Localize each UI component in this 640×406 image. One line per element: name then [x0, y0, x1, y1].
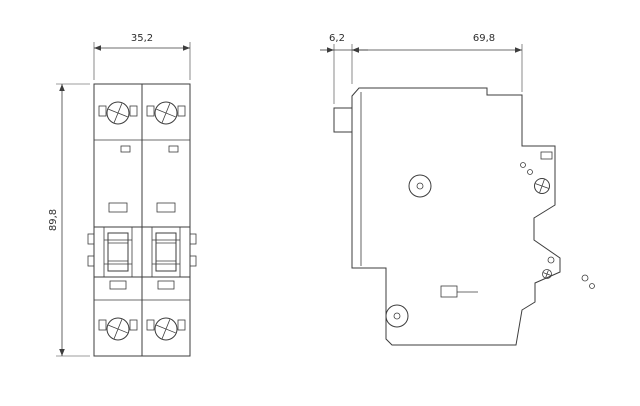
screw-top-right — [154, 101, 178, 125]
toggle-band — [94, 226, 190, 278]
clip-spring-detail — [589, 283, 595, 289]
clip-spring-detail — [581, 274, 589, 282]
housing-tab — [189, 255, 197, 267]
side-view — [333, 87, 595, 346]
clamp-mark — [129, 105, 138, 117]
front-height-label: 89,8 — [48, 209, 59, 231]
housing-tab — [87, 255, 95, 267]
clip-screw — [542, 269, 552, 279]
detail-window — [109, 280, 127, 290]
clip-pivot — [547, 256, 555, 264]
mounting-hole-lower — [385, 304, 409, 328]
screw-bottom-right — [154, 317, 178, 341]
detail-window — [168, 145, 179, 153]
clamp-mark — [146, 319, 155, 331]
detail-pin — [527, 169, 533, 175]
detail-window — [120, 145, 131, 153]
clamp-mark — [129, 319, 138, 331]
toggle-lever-left — [107, 232, 129, 272]
front-view — [87, 83, 197, 357]
screw-bottom-left — [106, 317, 130, 341]
dimension-front-width: 35,2 — [93, 33, 191, 80]
housing-tab — [189, 233, 197, 245]
label-window-left — [108, 202, 128, 213]
detail-window — [157, 280, 175, 290]
toggle-lever-side — [333, 107, 353, 133]
clamp-mark — [98, 105, 107, 117]
label-window-right — [156, 202, 176, 213]
mounting-hole-upper — [408, 174, 432, 198]
detail-pin — [520, 162, 526, 168]
front-width-label: 35,2 — [131, 33, 153, 44]
clamp-mark — [177, 319, 186, 331]
dimension-side-total-depth: 69,8 — [352, 33, 523, 92]
screw-top-left — [106, 101, 130, 125]
terminal-opening — [540, 151, 553, 160]
toggle-lever-right — [155, 232, 177, 272]
clamp-mark — [146, 105, 155, 117]
dimension-front-height: 89,8 — [48, 83, 90, 357]
side-body-outline — [351, 87, 561, 346]
housing-tab — [87, 233, 95, 245]
busbar-slot — [440, 285, 478, 298]
clamp-mark — [98, 319, 107, 331]
clamp-mark — [177, 105, 186, 117]
terminal-screw-side — [534, 178, 550, 194]
side-total-depth-label: 69,8 — [473, 33, 495, 44]
side-front-depth-label: 6,2 — [329, 33, 345, 44]
